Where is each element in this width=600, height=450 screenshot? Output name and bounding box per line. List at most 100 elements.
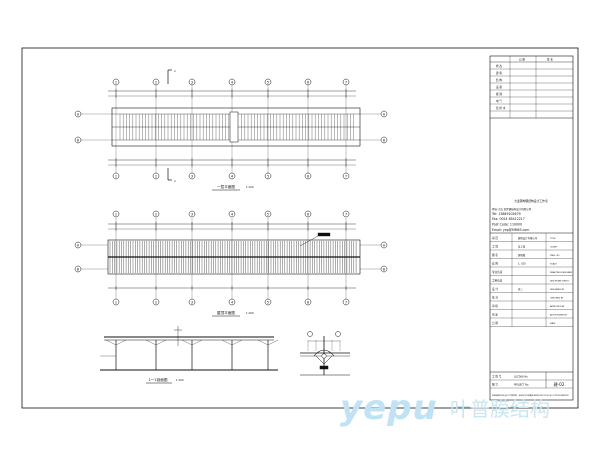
section-brace (145, 339, 157, 346)
rev-row-label: 设 备 (496, 85, 502, 89)
grid-label-top: 6 (307, 213, 309, 217)
grid-label-bottom: 4 (231, 301, 234, 305)
grid-bubble-top (152, 78, 160, 86)
plan2-scale: 1:100 (246, 311, 254, 315)
section-brace (181, 339, 193, 346)
grid-label-bottom: 5 (267, 175, 269, 179)
grid-bubble-bottom (112, 298, 120, 306)
section-brace (191, 339, 203, 346)
grid-bubble-bottom (342, 298, 350, 306)
rev-row-label: 建 筑 (496, 71, 502, 75)
grid-bubble-top (112, 78, 120, 86)
title-block-frame (489, 55, 574, 401)
tb-footer-label: 工 程 号 (492, 375, 502, 379)
grid-label-bottom: 3 (191, 175, 193, 179)
tb-row-label: 校 对 (492, 295, 498, 299)
rev-row-label: 电 气 (496, 99, 502, 103)
row-label-left: A (77, 112, 80, 116)
title-block: 日 期签 名修 改建 筑结 构设 备暖 通电 气给 排 水大连钢构钢结构设计工作… (490, 56, 573, 397)
company-name: 大连钢构钢结构设计工作室 (514, 199, 548, 203)
grid-bubble-bottom (152, 298, 160, 306)
grid-bubble-bottom (264, 298, 272, 306)
tb-row-en: AUTHORIZED BY (550, 313, 568, 316)
grid-label-top: 2 (155, 81, 157, 85)
grid-bubble-top (342, 210, 350, 218)
grid-bubble-top (188, 78, 196, 86)
section-title: 1一1剖面图 (149, 377, 168, 382)
grid-bubble-top (152, 210, 160, 218)
row-label-left: B (77, 267, 79, 271)
grid-label-bottom: 5 (267, 301, 269, 305)
grid-label-top: 1 (115, 81, 117, 85)
grid-bubble-bottom (228, 172, 236, 180)
tb-row-label: 设 计 (492, 287, 498, 291)
tb-row-label: 图 名 (492, 253, 498, 257)
tb-row-value: 张三 (518, 287, 523, 291)
tb-row-en: CHECKED BY (550, 297, 564, 299)
tb-row-en: DESIGNED BY (550, 289, 565, 291)
grid-label-top: 4 (231, 213, 234, 217)
watermark-logo-text: yepu (340, 388, 438, 428)
grid-label-top: 5 (267, 81, 269, 85)
rev-header-sign: 签 名 (547, 58, 553, 62)
grid-label-top: 4 (231, 81, 234, 85)
section-brace (221, 339, 233, 346)
sheet-number: 建-02 (553, 381, 564, 388)
grid-bubble-top (264, 210, 272, 218)
detail-view (300, 331, 350, 376)
tb-row-label: 项 目 (492, 236, 498, 240)
tb-row-en: TITLE (550, 238, 556, 240)
grid-label-bottom: 6 (307, 175, 309, 179)
tb-row-value: 某工程 (518, 244, 526, 248)
plan1-title: 一层平面图 (217, 184, 235, 189)
tb-row-en: SCALE (550, 262, 557, 265)
company-address: 地址:大连 某区钢结构设计有限公司 (492, 207, 532, 211)
detail-base-plate (319, 365, 329, 370)
grid-label-bottom: 7 (345, 301, 347, 305)
grid-label-bottom: 1 (115, 175, 117, 179)
tb-row-label: 比 例 (492, 261, 498, 265)
grid-label-top: 2 (155, 213, 157, 217)
tb-row-label: 专业负责 (492, 270, 503, 274)
grid-bubble-top (342, 78, 350, 86)
tb-row-value: 1: 100 (518, 262, 526, 265)
grid-label-top: 3 (191, 213, 193, 217)
grid-bubble-top (304, 78, 312, 86)
leader-note-box (317, 232, 331, 237)
section-brace (115, 339, 127, 346)
plan2-title: 屋顶平面图 (217, 310, 235, 315)
section-mark-label: 1 (174, 69, 176, 73)
plan1-core (229, 111, 239, 143)
tb-row-label: 工种负责 (492, 278, 503, 282)
grid-label-bottom: 3 (191, 301, 193, 305)
grid-label-top: 7 (345, 213, 347, 217)
row-label-left: A (77, 243, 80, 247)
watermark: yepu 叶普膜结构 (340, 388, 590, 432)
grid-bubble-bottom (112, 172, 120, 180)
grid-bubble-bottom (304, 172, 312, 180)
grid-bubble-bottom (264, 172, 272, 180)
tb-row-en: DISCIPLINE DESIG (550, 280, 569, 282)
tb-row-label: 审 定 (492, 312, 498, 316)
section-brace (155, 339, 167, 346)
tb-footer-value: PROJECT No. (514, 384, 529, 387)
grid-label-top: 5 (267, 213, 269, 217)
tb-footer-label: 图 号 (492, 383, 498, 387)
leader-line (299, 235, 319, 247)
section-mark-label: 1 (174, 179, 176, 183)
plan1-scale: 1:100 (246, 185, 254, 189)
grid-bubble-top (264, 78, 272, 86)
rev-row-label: 结 构 (496, 78, 502, 82)
tb-row-en: CLIENT (550, 246, 558, 248)
tb-row-label: 日 期 (492, 321, 498, 325)
grid-label-bottom: 6 (307, 301, 309, 305)
rev-header-date: 日 期 (519, 58, 525, 62)
row-label-left: B (77, 138, 79, 142)
section-brace (267, 339, 279, 346)
grid-bubble-top (304, 210, 312, 218)
row-label-right: A (383, 243, 386, 247)
company-tel: Tel: 13889102679 (491, 212, 521, 216)
grid-label-bottom: 4 (231, 175, 234, 179)
grid-bubble-top (188, 210, 196, 218)
section-scale: 1:100 (176, 378, 184, 382)
